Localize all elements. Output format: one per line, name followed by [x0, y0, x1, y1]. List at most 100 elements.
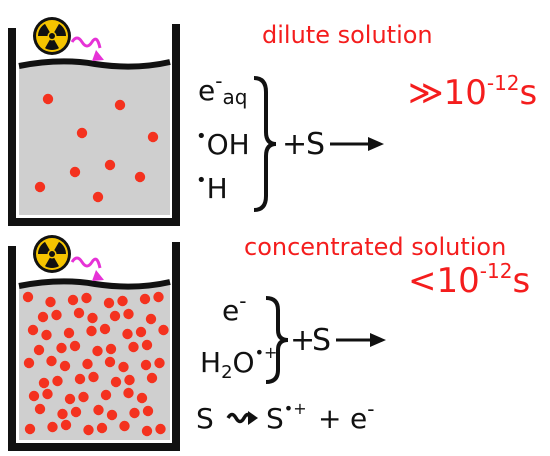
particle: [117, 295, 128, 307]
particle: [34, 181, 46, 193]
particle: [23, 357, 35, 369]
particle: [22, 291, 34, 303]
wavy-arrow-icon: [70, 256, 102, 269]
particle: [37, 311, 49, 323]
particle: [118, 361, 129, 373]
particle: [52, 375, 63, 387]
dilute-particles: [34, 93, 159, 203]
ionization-reactant: S: [196, 402, 214, 435]
wave-arrowhead: [92, 270, 104, 281]
dilute-beaker-walls: [8, 24, 180, 226]
dilute-beaker: [8, 24, 180, 226]
particle: [124, 374, 135, 386]
particle: [60, 419, 72, 431]
particle: [96, 422, 108, 434]
particle: [69, 166, 81, 178]
ionization-electron: e-: [350, 397, 374, 435]
particle: [42, 93, 54, 105]
particle: [83, 424, 94, 436]
particle: [59, 360, 71, 372]
dilute-panel: dilute solution ≫10-12s e-aq •OH •H + S: [8, 17, 537, 226]
dilute-plus: +: [282, 127, 307, 162]
concentrated-particles: [22, 291, 169, 437]
particle: [155, 423, 166, 435]
particle: [141, 339, 153, 351]
particle: [38, 377, 50, 389]
particle: [33, 344, 45, 356]
particle: [67, 294, 79, 306]
concentrated-brace: [265, 296, 289, 384]
particle: [119, 420, 130, 432]
particle: [74, 373, 86, 385]
particle: [110, 376, 122, 388]
particle: [42, 388, 53, 400]
particle: [99, 323, 111, 335]
concentrated-reactant: S: [312, 323, 331, 358]
particle: [147, 131, 159, 143]
concentrated-beaker: [8, 242, 180, 451]
concentrated-panel: concentrated solution <10-12s e- H2O•+ +…: [8, 233, 530, 451]
ionization-plus: +: [318, 402, 341, 435]
particle: [142, 405, 154, 417]
particle: [154, 357, 165, 369]
particle: [100, 389, 112, 401]
ionization-product: S•+: [266, 399, 307, 435]
particle: [27, 324, 39, 336]
concentrated-surface-line: [18, 278, 171, 290]
particle: [64, 393, 76, 405]
dilute-label: dilute solution: [262, 21, 433, 49]
particle: [139, 293, 151, 305]
species-oh-radical: •OH: [196, 126, 250, 161]
particle: [109, 310, 121, 322]
particle: [104, 356, 116, 368]
particle: [81, 292, 92, 304]
concentrated-solution-fill: [19, 281, 170, 440]
particle: [92, 345, 103, 357]
particle: [63, 327, 75, 339]
particle: [123, 387, 134, 399]
particle: [153, 291, 164, 303]
particle: [34, 403, 46, 415]
concentrated-beaker-walls: [8, 242, 180, 451]
wave-arrowhead: [92, 50, 104, 61]
dilute-surface-line: [18, 58, 171, 70]
particle: [87, 312, 98, 324]
particle: [123, 308, 134, 320]
concentrated-label: concentrated solution: [244, 233, 506, 261]
radiation-hazard-icon: [33, 235, 71, 273]
particle: [24, 423, 36, 435]
particle: [76, 127, 88, 139]
concentrated-plus: +: [290, 323, 315, 358]
particle: [105, 343, 117, 355]
particle: [135, 326, 147, 338]
particle: [69, 340, 81, 352]
particle: [41, 329, 52, 341]
particle: [82, 358, 93, 370]
particle: [134, 171, 146, 183]
dilute-timescale: ≫10-12s: [408, 71, 537, 113]
particle: [158, 324, 169, 336]
dilute-solution-fill: [19, 61, 170, 215]
wavy-arrow-icon: [70, 36, 102, 49]
particle: [73, 307, 85, 319]
particle: [140, 359, 152, 371]
right-arrow-icon: [330, 137, 384, 151]
particle: [129, 407, 140, 419]
particle: [146, 372, 158, 384]
particle: [114, 99, 126, 111]
particle: [78, 391, 89, 403]
particle: [70, 406, 82, 418]
particle: [103, 297, 115, 309]
particle: [46, 355, 57, 367]
dilute-brace: [253, 76, 277, 212]
concentrated-timescale: <10-12s: [408, 259, 530, 301]
particle: [51, 309, 62, 321]
radiation-hazard-icon: [33, 17, 71, 55]
particle: [47, 421, 58, 433]
particle: [136, 392, 148, 404]
particle: [145, 313, 157, 325]
dilute-reactant: S: [306, 127, 325, 162]
particle: [88, 371, 99, 383]
particle: [141, 425, 153, 437]
